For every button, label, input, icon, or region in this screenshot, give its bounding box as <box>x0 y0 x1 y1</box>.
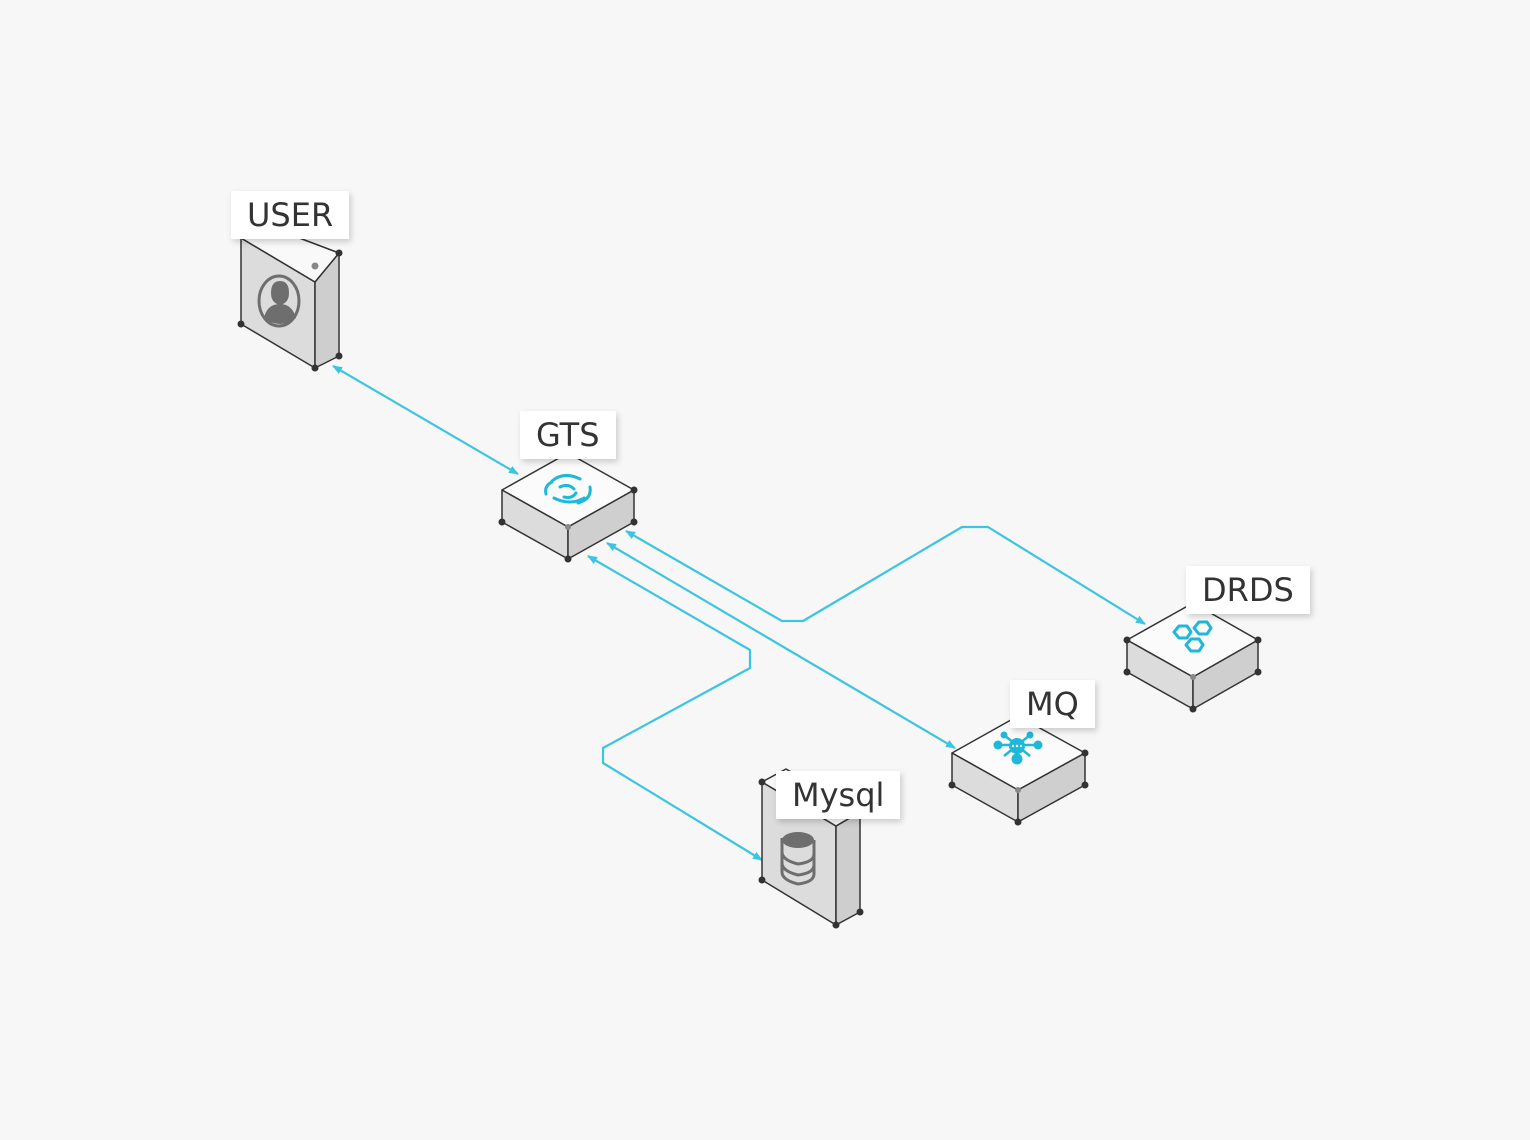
node-drds[interactable] <box>1123 602 1262 713</box>
node-user-label: USER <box>231 191 350 239</box>
user-icon <box>257 274 301 328</box>
connector-user-gts <box>332 365 519 475</box>
node-gts-label: GTS <box>520 411 616 459</box>
database-icon <box>780 832 816 886</box>
node-user[interactable] <box>237 224 343 372</box>
node-drds-label: DRDS <box>1186 566 1310 614</box>
node-mysql-side-face <box>835 811 861 926</box>
node-mq-label: MQ <box>1010 680 1095 728</box>
network-hub-icon <box>993 731 1043 765</box>
node-gts[interactable] <box>498 452 638 563</box>
hexagons-icon <box>1172 620 1213 653</box>
node-mysql-label: Mysql <box>776 771 901 819</box>
swirl-icon <box>544 474 592 505</box>
connector-gts-drds <box>625 525 1146 625</box>
connector-gts-mysql <box>587 555 763 861</box>
node-mq[interactable] <box>948 715 1089 826</box>
